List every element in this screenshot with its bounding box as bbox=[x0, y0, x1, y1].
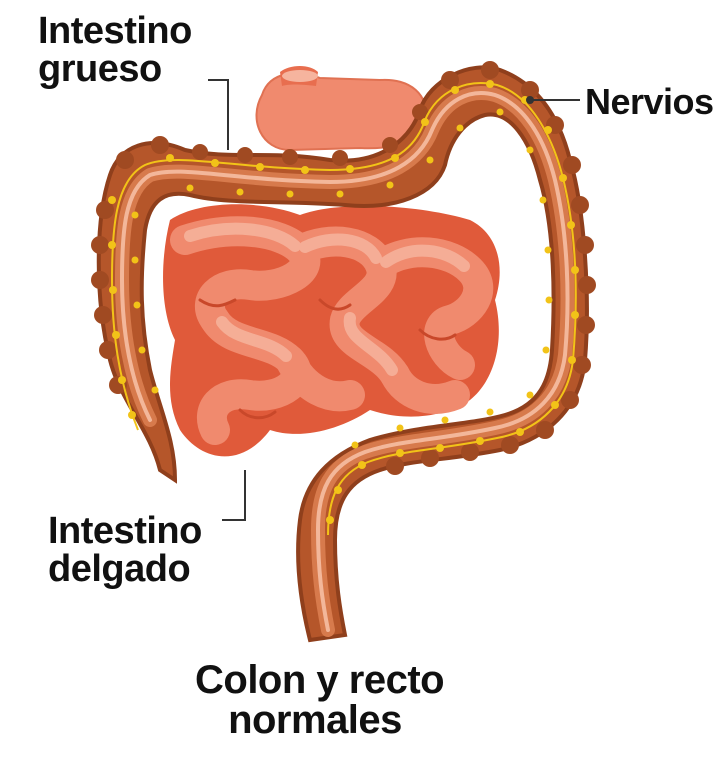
diagram-title-line2: normales bbox=[195, 700, 435, 740]
label-large-intestine-line1: Intestino bbox=[38, 12, 192, 50]
diagram-title: Colon y recto normales bbox=[195, 660, 435, 740]
label-large-intestine-line2: grueso bbox=[38, 50, 192, 88]
pointer-large-intestine bbox=[208, 80, 228, 150]
label-small-intestine-line2: delgado bbox=[48, 550, 202, 588]
label-large-intestine: Intestino grueso bbox=[38, 12, 192, 88]
label-nerves: Nervios bbox=[585, 84, 714, 120]
stomach-shape bbox=[257, 66, 426, 150]
label-small-intestine: Intestino delgado bbox=[48, 512, 202, 588]
nerve-pointer-dot bbox=[526, 96, 534, 104]
pointer-small-intestine bbox=[222, 470, 245, 520]
diagram-title-line1: Colon y recto bbox=[195, 660, 435, 700]
label-small-intestine-line1: Intestino bbox=[48, 512, 202, 550]
small-intestine-shape bbox=[163, 204, 500, 456]
